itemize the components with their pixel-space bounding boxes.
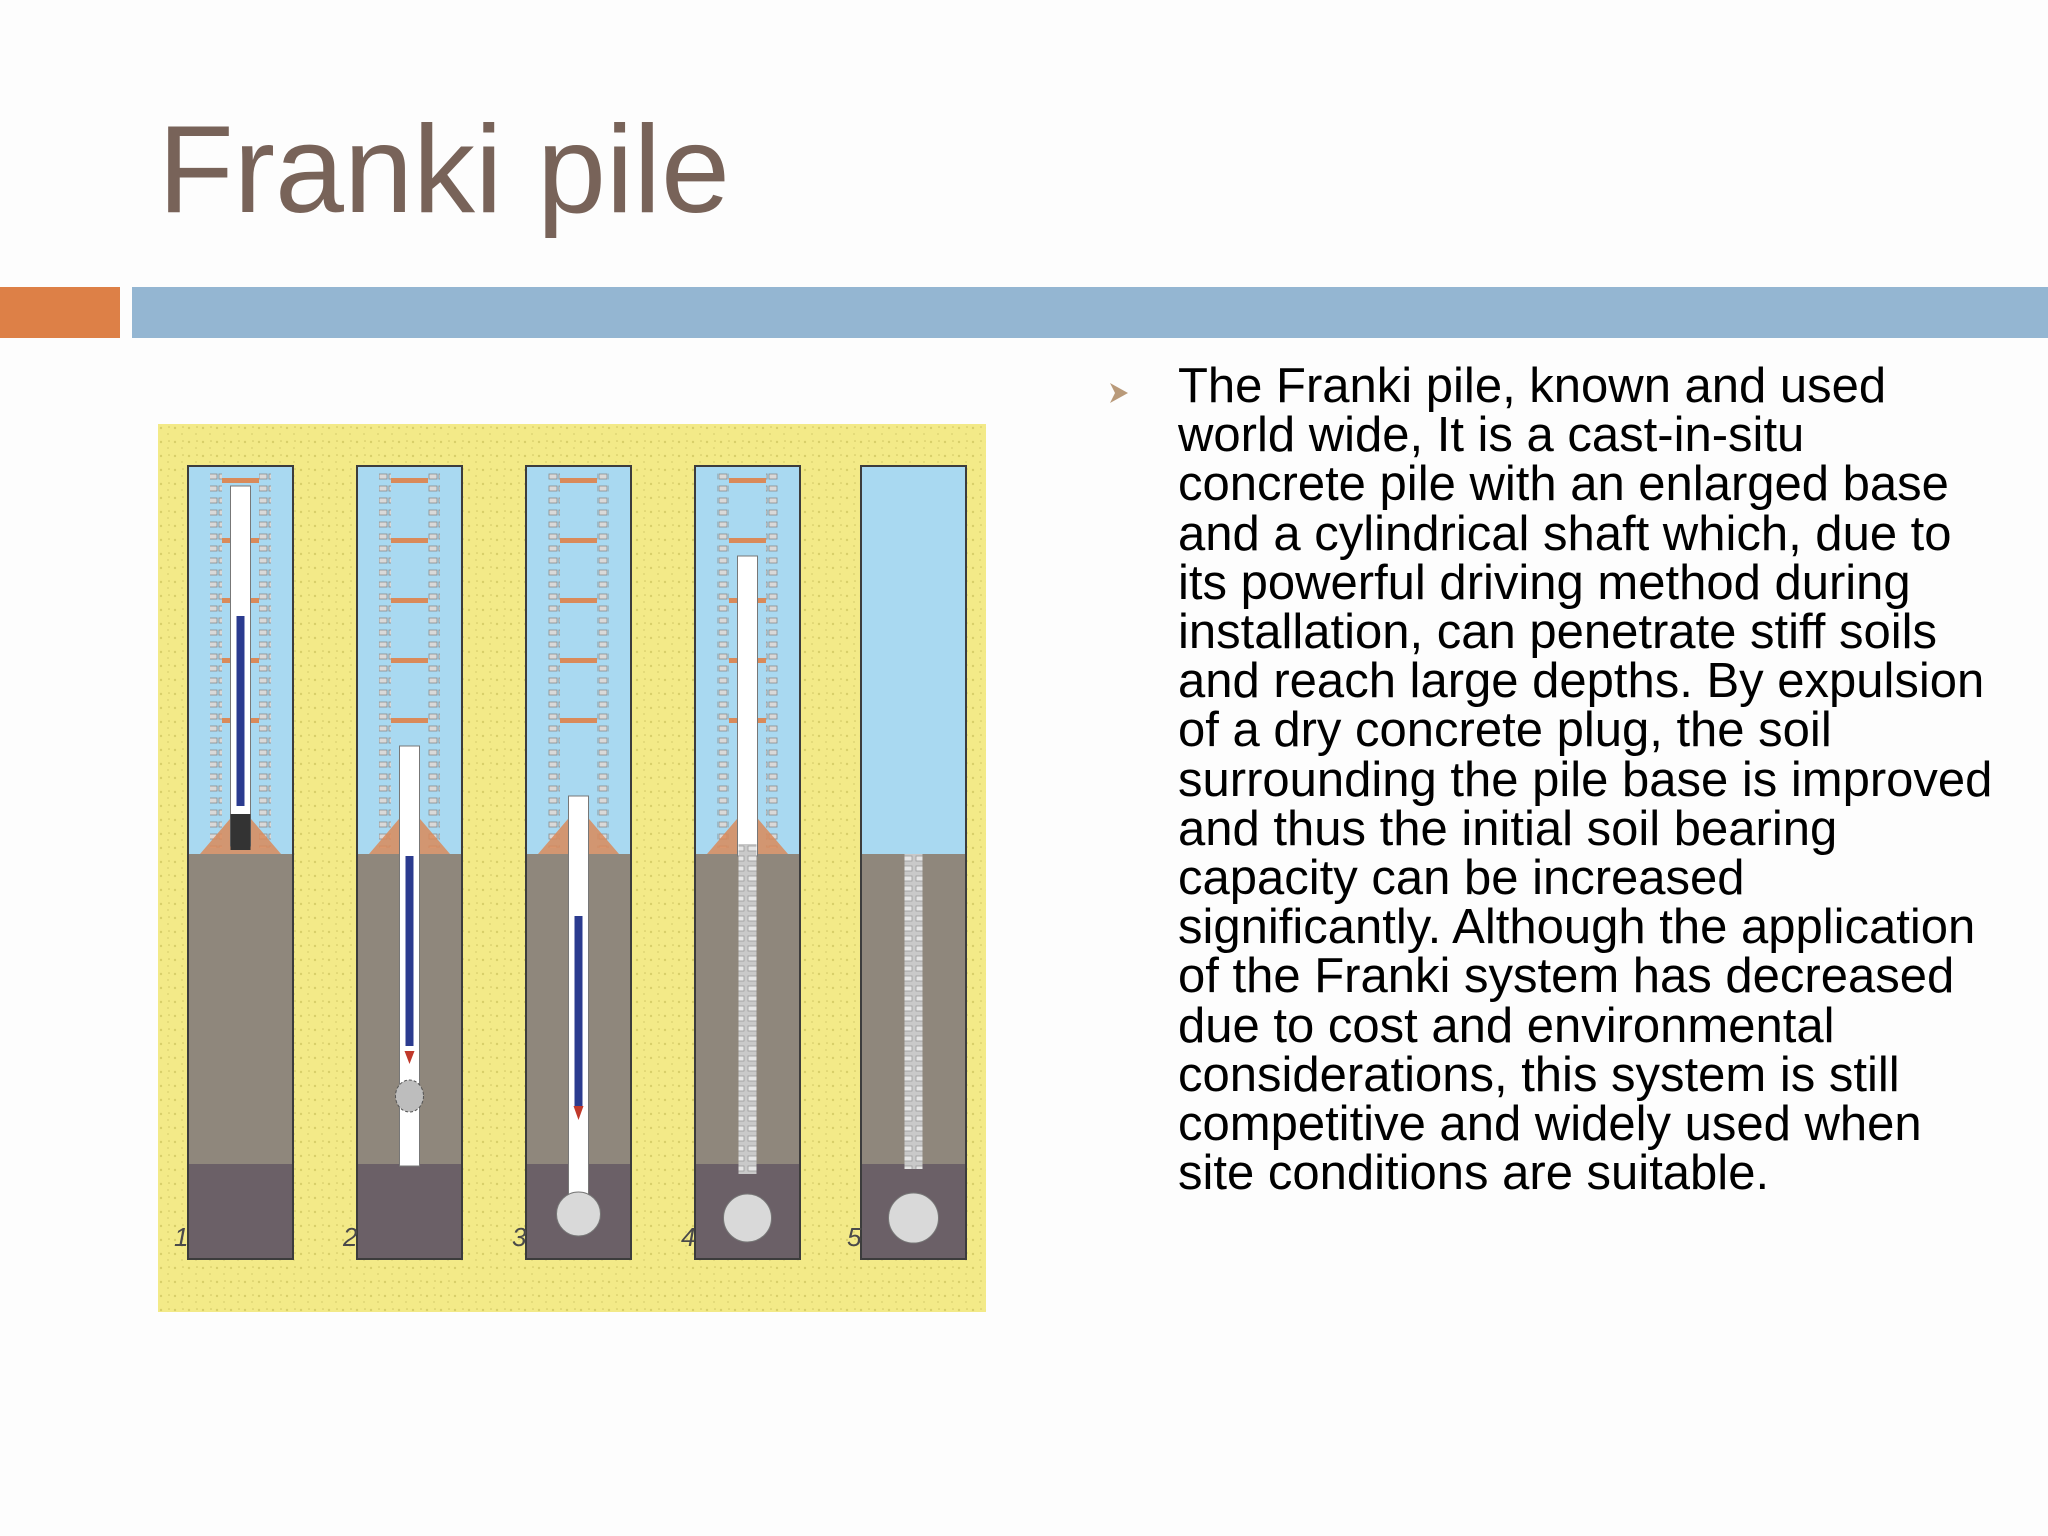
stage-4-rig-rung	[729, 538, 766, 543]
arrowhead-bullet-icon	[1110, 383, 1128, 403]
stage-2-hammer	[405, 856, 414, 1046]
stage-3-rig-right	[597, 468, 609, 848]
stage-2-rig-rung	[391, 478, 428, 483]
stage-2-plug	[395, 1079, 424, 1113]
stage-3-rig-rung	[560, 478, 597, 483]
stage-4-rig-rung	[729, 478, 766, 483]
accent-bar-orange	[0, 287, 120, 338]
stage-3-rig-rung	[560, 718, 597, 723]
stage-2-rig-rung	[391, 658, 428, 663]
stage-2-rig-left	[379, 468, 391, 848]
stage-5-frame	[860, 465, 967, 1260]
stage-3-arrow	[573, 1106, 584, 1120]
accent-bar-blue	[132, 287, 2048, 338]
slide-body-text: The Franki pile, known and used world wi…	[1178, 359, 1993, 1201]
stage-label-1: 1	[174, 1222, 188, 1252]
stage-5-bulb	[888, 1192, 939, 1244]
stage-label-4: 4	[681, 1222, 695, 1252]
stage-1-rig-left	[210, 468, 222, 848]
stage-3-hammer	[574, 916, 583, 1106]
stage-4-tube	[737, 555, 758, 857]
stage-2-bedrock	[357, 1164, 462, 1259]
stage-1-plug	[230, 814, 251, 850]
stage-3-rig-rung	[560, 538, 597, 543]
stage-2-rig-rung	[391, 598, 428, 603]
stage-1-rig-rung	[222, 478, 259, 483]
stage-1-rig-right	[259, 468, 271, 848]
stage-label-3: 3	[512, 1222, 527, 1252]
stage-3-frame	[525, 465, 632, 1260]
stage-5-shaft	[904, 854, 923, 1169]
slide-title: Franki pile	[158, 101, 730, 239]
franki-pile-diagram: 1 2 3 4 5	[158, 424, 986, 1312]
stage-4-bulb	[723, 1193, 772, 1243]
stage-3-rig-rung	[560, 658, 597, 663]
stage-2-arrow	[404, 1051, 415, 1064]
stage-label-5: 5	[847, 1222, 862, 1252]
stage-2-rig-rung	[391, 538, 428, 543]
stage-2-frame	[356, 465, 463, 1260]
stage-1-frame	[187, 465, 294, 1260]
stage-4-frame	[694, 465, 801, 1260]
stage-3-rig-rung	[560, 598, 597, 603]
stage-3-bulb	[556, 1191, 601, 1237]
stage-4-rig-left	[717, 468, 729, 848]
stage-label-2: 2	[342, 1222, 358, 1252]
stage-1-soil	[188, 854, 293, 1164]
stage-2-rig-right	[428, 468, 440, 848]
stage-1-bedrock	[188, 1164, 293, 1259]
stage-5-sky	[861, 466, 966, 854]
stage-2-rig-rung	[391, 718, 428, 723]
stage-3-rig-left	[548, 468, 560, 848]
stage-1-hammer	[236, 616, 245, 806]
stage-4-shaft	[738, 844, 757, 1174]
stage-4-rig-right	[766, 468, 778, 848]
